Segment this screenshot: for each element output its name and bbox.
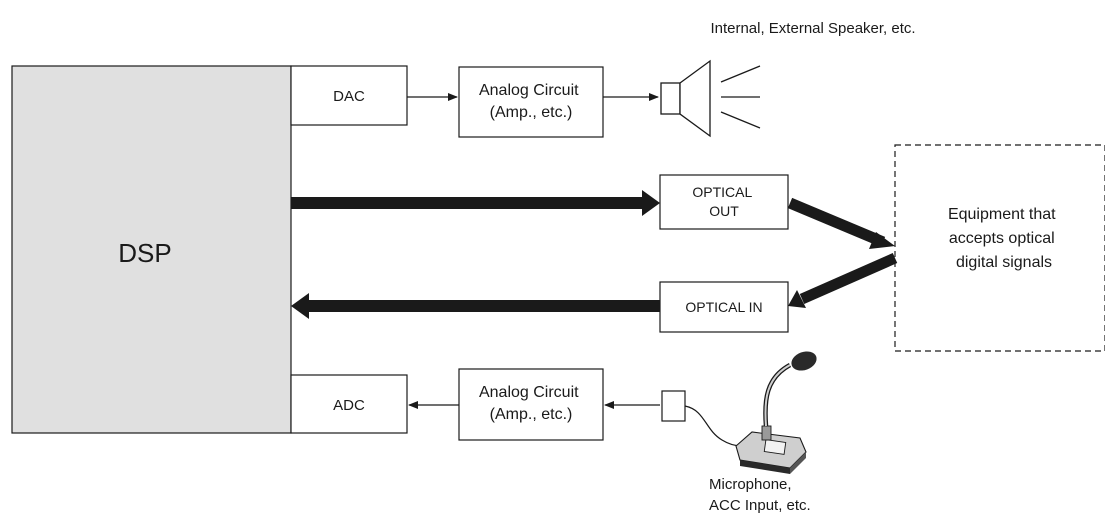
analog-circuit-in-block: Analog Circuit (Amp., etc.) (458, 368, 604, 441)
thick-arrow-dsp-to-optical-out (291, 190, 660, 216)
thick-arrow-optical-in-to-dsp (291, 293, 660, 319)
svg-text:Microphone, ACC Input, etc: Microphone, ACC Input, etc. (709, 476, 811, 514)
svg-text:Equipment that accepts o: Equipment that accepts optical digital s… (948, 206, 1060, 271)
thick-arrow-optical-out-to-equipment (787, 197, 895, 249)
analog-circuit-in-line2: (Amp., etc.) (490, 406, 573, 423)
microphone-icon (735, 351, 817, 474)
dsp-label: DSP (118, 238, 171, 268)
equipment-line3: digital signals (956, 254, 1052, 271)
speaker-icon (660, 59, 761, 138)
optical-out-line2: OUT (709, 203, 739, 219)
adc-label: ADC (333, 397, 365, 414)
analog-circuit-in-line1: Analog Circuit (479, 384, 579, 401)
optical-in-block: OPTICAL IN (659, 281, 789, 333)
adc-block: ADC (290, 374, 408, 434)
analog-circuit-out-block: Analog Circuit (Amp., etc.) (458, 66, 604, 138)
optical-out-line1: OPTICAL (692, 184, 752, 200)
svg-text:Analog Circuit (Amp., et: Analog Circuit (Amp., etc.) (479, 82, 583, 121)
optical-in-label: OPTICAL IN (685, 299, 762, 315)
svg-text:OPTICAL OUT: OPTICAL OUT (692, 184, 755, 219)
dac-label: DAC (333, 88, 365, 105)
svg-text:Analog Circuit (Amp., et: Analog Circuit (Amp., etc.) (479, 384, 583, 423)
equipment-block: Equipment that accepts optical digital s… (894, 144, 1105, 352)
analog-circuit-out-line2: (Amp., etc.) (490, 104, 573, 121)
dsp-block: DSP (11, 65, 292, 434)
equipment-line1: Equipment that (948, 206, 1056, 223)
microphone-caption-line2: ACC Input, etc. (709, 497, 811, 514)
microphone-caption-line1: Microphone, (709, 476, 792, 493)
analog-circuit-out-line1: Analog Circuit (479, 82, 579, 99)
equipment-line2: accepts optical (949, 230, 1055, 247)
optical-out-block: OPTICAL OUT (659, 174, 789, 230)
thick-arrow-equipment-to-optical-in (788, 252, 898, 308)
input-jack-icon (661, 390, 743, 447)
speaker-caption: Internal, External Speaker, etc. (710, 20, 915, 37)
dac-block: DAC (290, 65, 408, 126)
